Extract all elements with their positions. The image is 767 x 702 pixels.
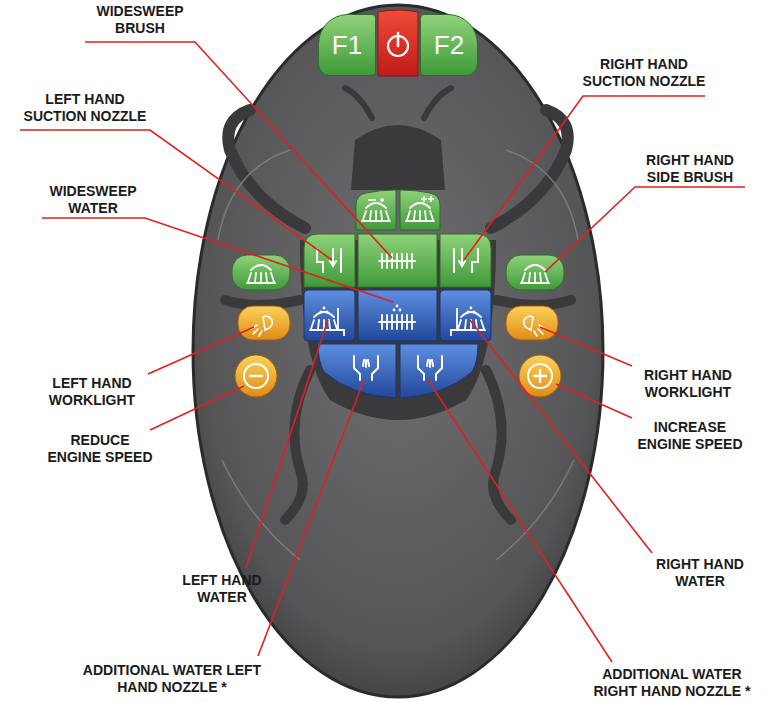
panel-housing [193,5,603,697]
beetle-emblem [225,88,571,520]
callout-label: INCREASE ENGINE SPEED [630,419,750,453]
function-button: F2 [420,14,478,76]
callout-label: RIGHT HAND WATER [648,556,753,590]
button-label: F2 [434,30,464,61]
callout-label: WIDESWEEP WATER [38,183,148,217]
blue-buttons [304,290,491,398]
callout-label: RIGHT HAND WORKLIGHT [628,367,748,401]
callout-label: WIDESWEEP BRUSH [85,3,195,37]
callout-label: REDUCE ENGINE SPEED [44,432,157,466]
orange-buttons [235,306,561,397]
callout-label: RIGHT HAND SUCTION NOZZLE [577,56,712,90]
callout-label: ADDITIONAL WATER LEFT HAND NOZZLE * [82,662,262,696]
button-label: F1 [332,30,362,61]
callout-label: LEFT HAND WORKLIGHT [32,375,152,409]
callout-label: RIGHT HAND SIDE BRUSH [635,152,745,186]
callout-label: LEFT HAND SUCTION NOZZLE [18,91,153,125]
green-buttons [232,190,564,290]
button-icons [244,196,552,388]
panel-ornament [218,150,578,560]
power-button [378,10,418,76]
callout-label: LEFT HAND WATER [172,572,272,606]
callout-label: ADDITIONAL WATER RIGHT HAND NOZZLE * [582,666,762,700]
function-button: F1 [318,14,376,76]
leader-lines [20,42,745,662]
